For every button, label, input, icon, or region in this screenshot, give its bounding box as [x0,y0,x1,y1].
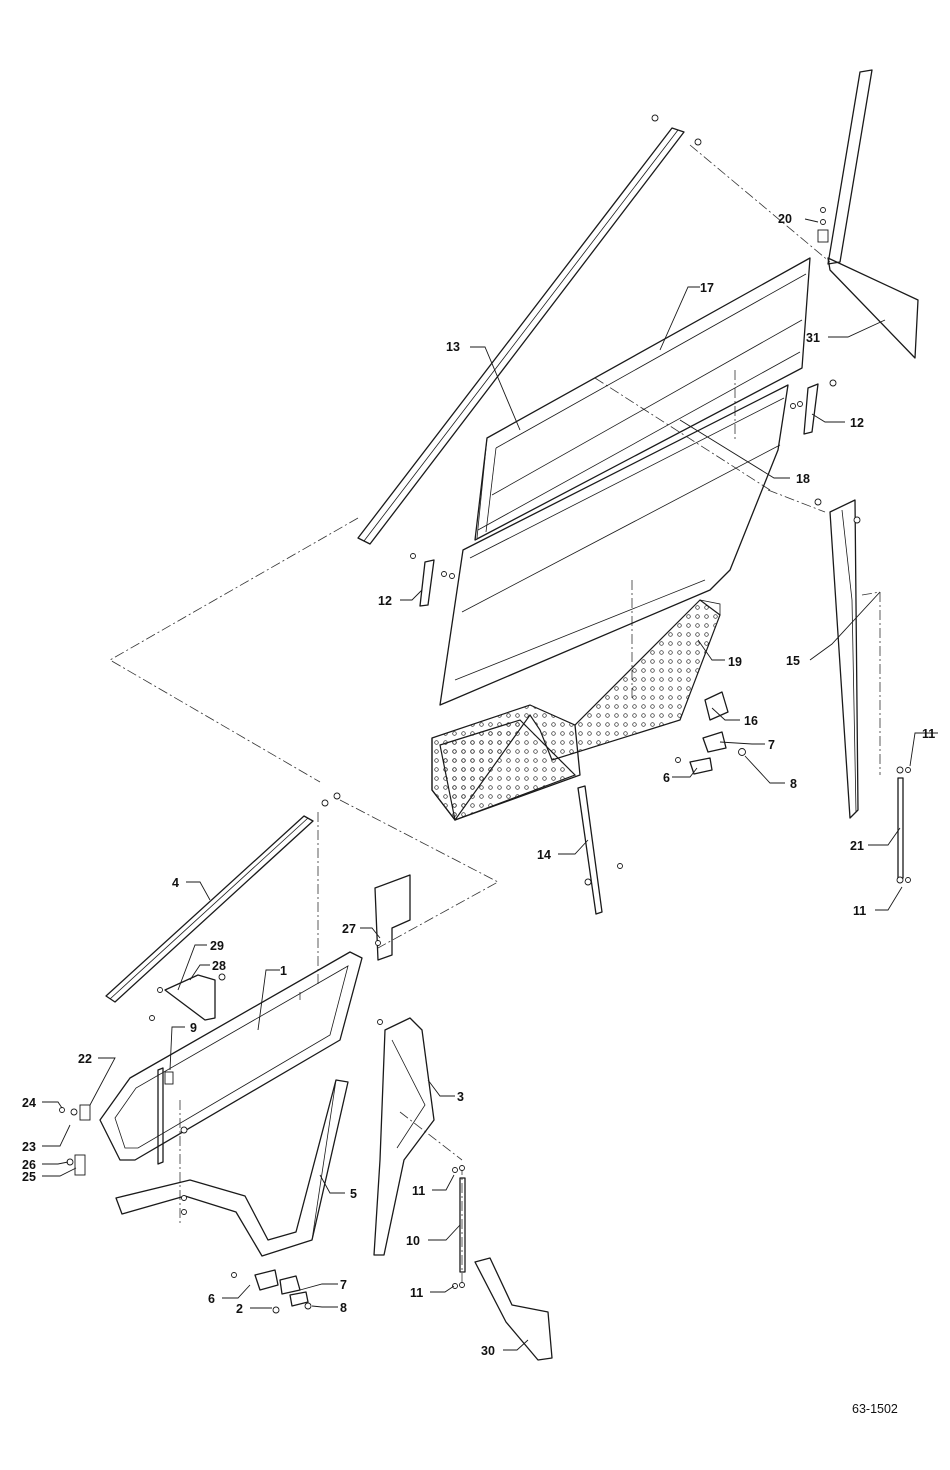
callout-24: 24 [22,1096,36,1110]
callout-5: 5 [350,1187,357,1201]
part-28-29-bracket [150,974,226,1021]
callout-13: 13 [446,340,460,354]
callout-11: 11 [410,1286,423,1300]
part-15-tall-side [815,499,860,818]
part-19-perforated-floor [432,600,720,820]
callout-1: 1 [280,964,287,978]
callout-19: 19 [728,655,742,669]
callout-16: 16 [744,714,758,728]
callout-21: 21 [850,839,864,853]
part-9-block [165,1072,187,1133]
callout-18: 18 [796,472,810,486]
callout-6: 6 [663,771,670,785]
callout-2: 2 [236,1302,243,1316]
callout-4: 4 [172,876,179,890]
drawing-number: 63-1502 [852,1402,898,1416]
callout-10: 10 [406,1234,420,1248]
part-10-strut [453,1166,466,1289]
callout-11: 11 [853,904,866,918]
callout-12: 12 [850,416,864,430]
callout-11: 11 [412,1184,425,1198]
part-3-arm [374,1018,434,1255]
callout-25: 25 [22,1170,36,1184]
callout-15: 15 [786,654,800,668]
callout-7: 7 [768,738,775,752]
part-13-rail [358,115,701,544]
part-14-bracket [578,786,623,914]
callout-31: 31 [806,331,820,345]
callout-8: 8 [790,777,797,791]
callout-27: 27 [342,922,356,936]
callout-22: 22 [78,1052,92,1066]
part-27-plate [375,875,410,960]
callout-17: 17 [700,281,714,295]
part-5-lower-frame [116,1080,348,1256]
callout-23: 23 [22,1140,36,1154]
part-21-strut [897,767,911,883]
callout-6: 6 [208,1292,215,1306]
callout-8: 8 [340,1301,347,1315]
callout-14: 14 [537,848,551,862]
callout-11: 11 [922,727,935,741]
callout-9: 9 [190,1021,197,1035]
part-12-brackets [411,380,837,606]
callout-29: 29 [210,939,224,953]
callout-3: 3 [457,1090,464,1104]
part-20-31-upright [818,70,918,358]
parts-22-26-latch [60,1105,91,1175]
callout-12: 12 [378,594,392,608]
callout-28: 28 [212,959,226,973]
callout-7: 7 [340,1278,347,1292]
callout-20: 20 [778,212,792,226]
callout-30: 30 [481,1344,495,1358]
